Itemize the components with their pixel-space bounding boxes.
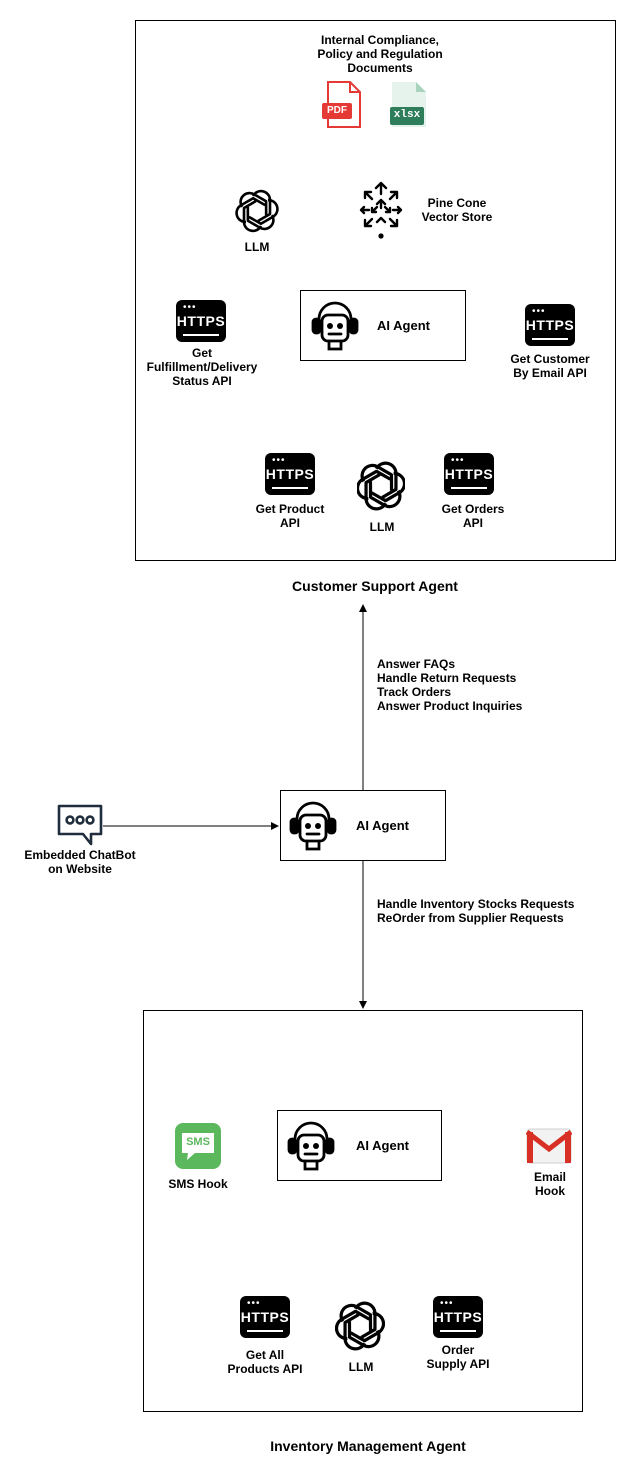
inventory-tasks-list: Handle Inventory Stocks Requests ReOrder… [377,897,574,925]
support-agent-label: AI Agent [377,318,430,333]
sms-icon-text: SMS [186,1136,210,1148]
llm-top-icon [235,189,279,233]
chat-bubble-icon [55,803,105,847]
llm-bottom-label: LLM [369,520,395,534]
all-products-api-label: Get All Products API [227,1348,303,1376]
product-api-label: Get Product API [255,502,325,530]
fulfillment-https-icon: •••HTTPS [176,300,226,342]
email-icon [525,1128,573,1164]
router-agent-label: AI Agent [356,818,409,833]
all-products-https-icon: •••HTTPS [240,1296,290,1338]
orders-api-label: Get Orders API [441,502,505,530]
inventory-task-item: ReOrder from Supplier Requests [377,911,564,925]
sms-hook-label: SMS Hook [168,1177,228,1191]
fulfillment-api-label: Get Fulfillment/Delivery Status API [146,346,258,388]
email-hook-label: Email Hook [533,1170,566,1198]
support-task-item: Answer Product Inquiries [377,699,523,713]
sms-icon: SMS [175,1123,221,1169]
support-task-item: Track Orders [377,685,452,699]
support-tasks-list: Answer FAQs Handle Return Requests Track… [377,657,522,713]
order-supply-api-label: Order Supply API [426,1343,490,1371]
product-https-icon: •••HTTPS [265,453,315,495]
inventory-agent-robot-icon [285,1119,337,1175]
chatbot-label: Embedded ChatBot on Website [24,848,136,876]
llm-bottom-icon [355,459,407,513]
customer-support-caption: Customer Support Agent [292,578,458,594]
llm-inventory-label: LLM [348,1360,374,1374]
llm-top-label: LLM [244,240,270,254]
support-task-item: Answer FAQs [377,657,456,671]
orders-https-icon: •••HTTPS [444,453,494,495]
llm-inventory-icon [334,1300,386,1352]
vector-store-label: Pine Cone Vector Store [421,196,493,224]
support-task-item: Handle Return Requests [377,671,517,685]
customer-api-label: Get Customer By Email API [510,352,590,380]
router-agent-robot-icon [287,799,339,855]
pdf-icon-text: PDF [327,105,347,116]
pdf-file-icon: PDF [322,81,364,129]
inventory-management-caption: Inventory Management Agent [270,1438,466,1454]
customer-https-icon: •••HTTPS [525,304,575,346]
order-supply-https-icon: •••HTTPS [433,1296,483,1338]
xlsx-file-icon: xlsx [388,81,430,129]
support-agent-robot-icon [309,299,361,355]
inventory-task-item: Handle Inventory Stocks Requests [377,897,575,911]
xlsx-icon-text: xlsx [393,109,421,121]
vector-store-icon [355,178,407,242]
documents-label: Internal Compliance, Policy and Regulati… [317,33,443,75]
inventory-agent-label: AI Agent [356,1138,409,1153]
